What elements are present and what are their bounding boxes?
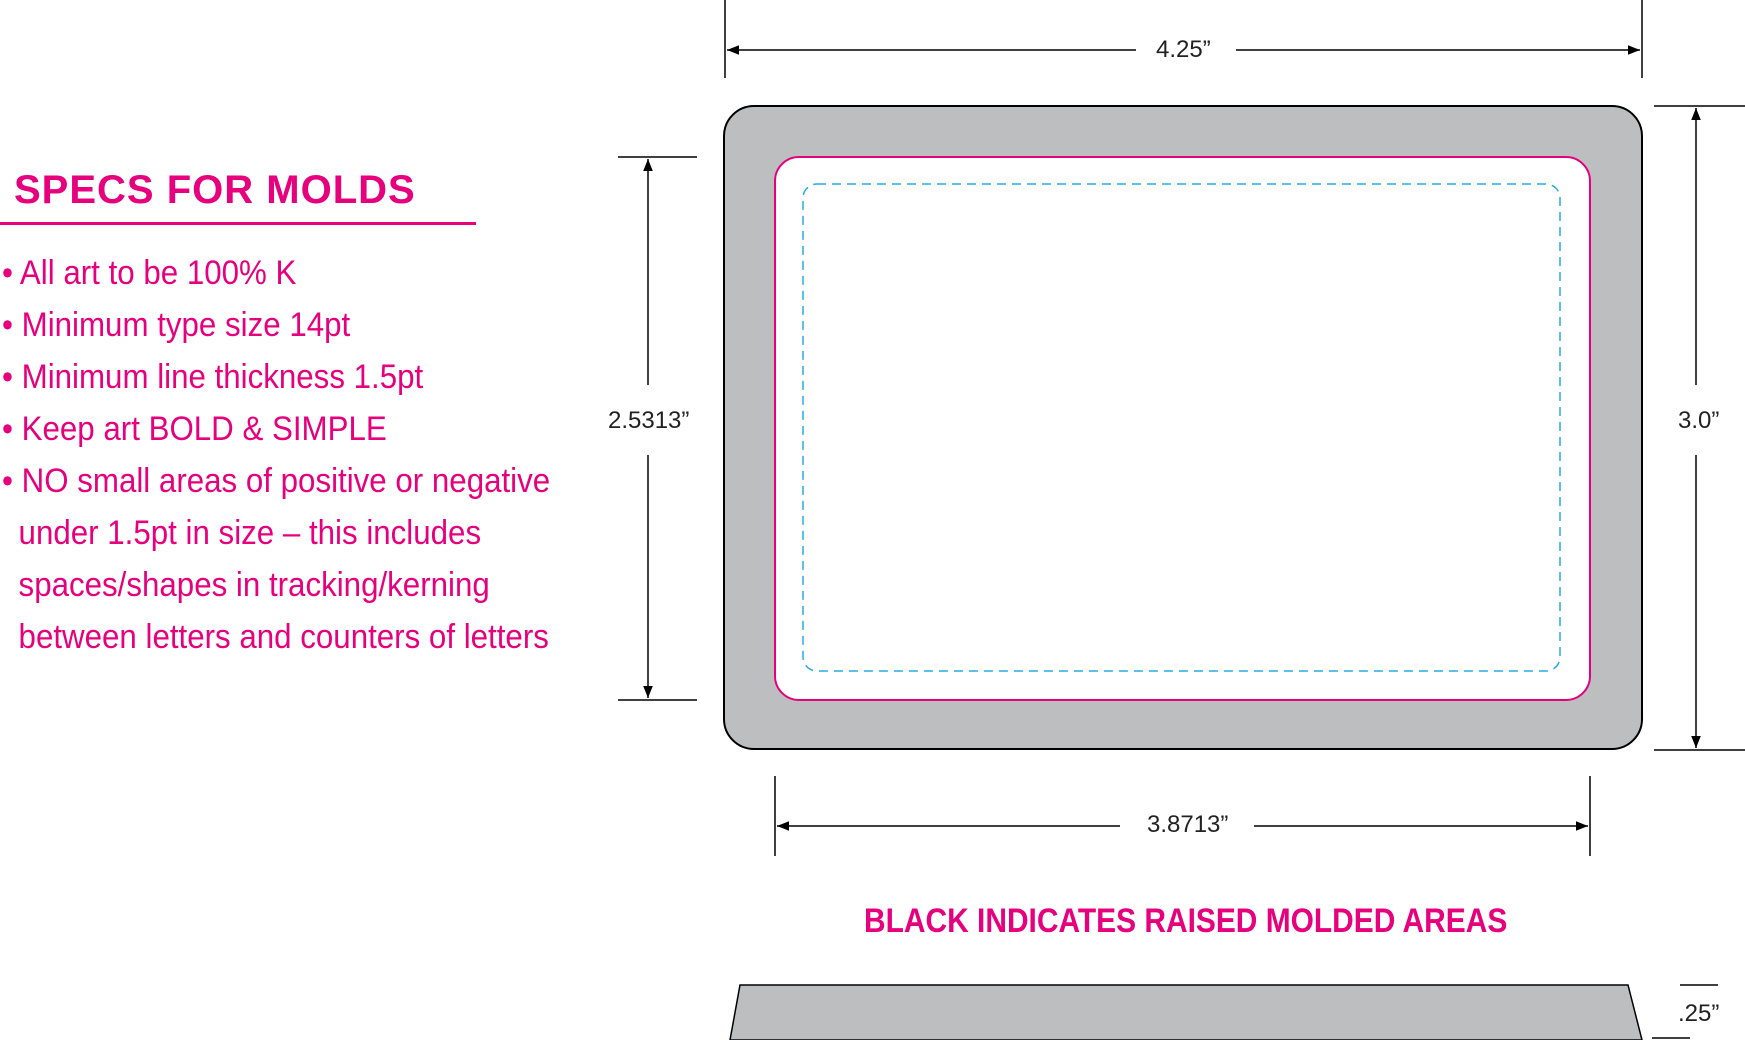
- tray-side-profile: [729, 984, 1643, 1040]
- dimension-label-depth: .25”: [1678, 1000, 1720, 1027]
- spec-item: • All art to be 100% K: [2, 254, 297, 292]
- spec-item: • NO small areas of positive or negative: [2, 462, 551, 500]
- spec-item-continuation: under 1.5pt in size – this includes: [18, 514, 482, 552]
- dimension-label-outer-height: 3.0”: [1678, 407, 1720, 435]
- spec-item: • Minimum type size 14pt: [2, 306, 351, 344]
- specs-title-underline: [0, 222, 476, 225]
- specs-title: SPECS FOR MOLDS: [14, 168, 416, 212]
- spec-item-continuation: spaces/shapes in tracking/kerning: [18, 566, 490, 604]
- spec-item: • Minimum line thickness 1.5pt: [2, 358, 424, 396]
- spec-item-continuation: between letters and counters of letters: [18, 618, 549, 656]
- raised-areas-note: BLACK INDICATES RAISED MOLDED AREAS: [864, 902, 1508, 940]
- dimension-label-inner-width: 3.8713”: [1147, 811, 1229, 839]
- dimension-label-outer-width: 4.25”: [1156, 36, 1211, 64]
- dimension-label-inner-height: 2.5313”: [608, 407, 690, 435]
- tray-inner-area: [774, 156, 1591, 701]
- spec-item: • Keep art BOLD & SIMPLE: [2, 410, 387, 448]
- safe-area-guide: [802, 183, 1561, 672]
- spec-list: • All art to be 100% K • Minimum type si…: [2, 247, 550, 663]
